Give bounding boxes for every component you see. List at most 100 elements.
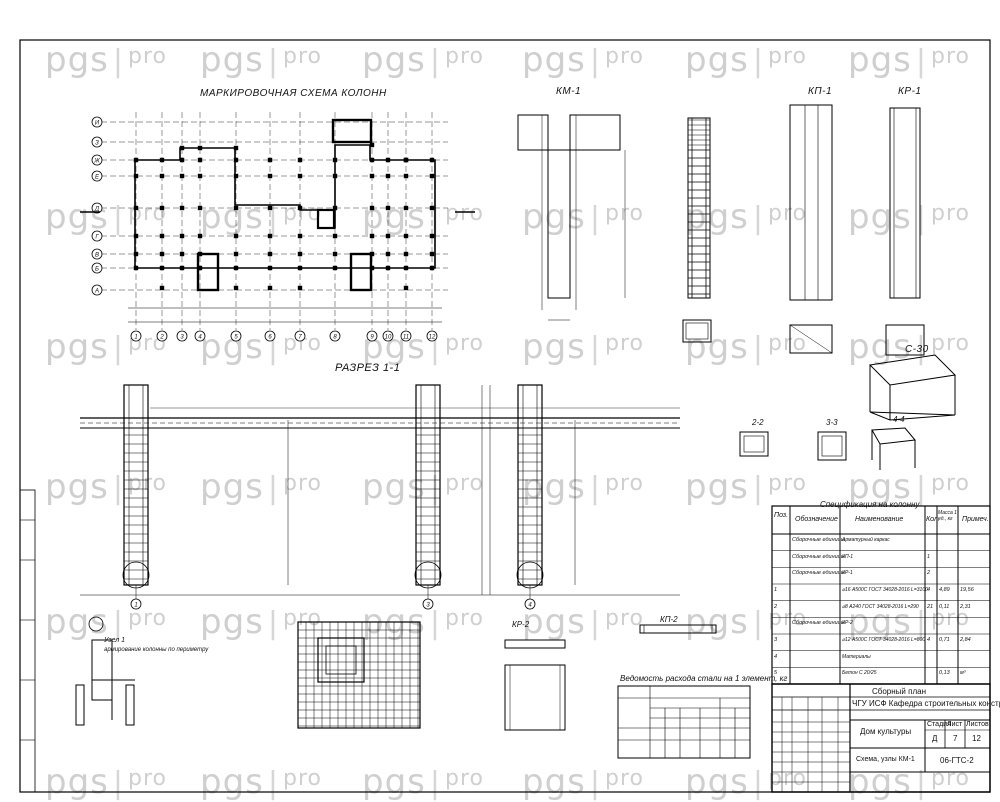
section-2-2-title: 2-2 (752, 418, 764, 427)
plan-column (179, 173, 185, 179)
spec-cell: 2,84 (960, 637, 971, 643)
section-axis-marker (422, 598, 434, 610)
spec-cell: м³ (960, 670, 966, 677)
plan-column (179, 157, 185, 163)
axis-marker (91, 170, 103, 182)
spec-cell: Сборочные единицы (792, 570, 845, 577)
spec-cell: 1 (774, 587, 778, 593)
plan-column (179, 205, 185, 211)
axis-label: Д (94, 207, 100, 213)
sheet-value: 7 (953, 734, 958, 743)
plan-column (297, 205, 303, 211)
plan-column (332, 265, 338, 271)
watermark: pgs|pro (45, 602, 167, 642)
plan-column (197, 145, 203, 151)
watermark: pgs|pro (522, 327, 644, 367)
plan-column (267, 205, 273, 211)
watermark: pgs|pro (848, 467, 970, 507)
plan-column (369, 265, 375, 271)
plan-column (429, 173, 435, 179)
sheet-frame (19, 39, 991, 793)
spec-header-name: Наименование (855, 516, 904, 523)
stage-label: Стадия (927, 721, 951, 728)
plan-column (233, 157, 239, 163)
plan-column (429, 265, 435, 271)
plan-column (332, 173, 338, 179)
watermark: pgs|pro (200, 197, 322, 237)
sheet-name: Сборный план (872, 687, 926, 696)
section-title: РАЗРЕЗ 1-1 (335, 362, 401, 374)
plan-column (385, 157, 391, 163)
s30-title: С-30 (905, 344, 929, 355)
spec-table-grid (771, 505, 991, 685)
plan-column (159, 205, 165, 211)
steel-table-title: Ведомость расхода стали на 1 элемент, кг (620, 674, 788, 683)
watermark: pgs|pro (200, 762, 322, 802)
watermark: pgs|pro (362, 762, 484, 802)
spec-cell: 4 (927, 587, 931, 593)
plan-column (429, 205, 435, 211)
axis-marker (91, 230, 103, 242)
plan-column (385, 265, 391, 271)
plan-column (233, 205, 239, 211)
spec-cell: 21 (927, 603, 934, 610)
node-title: Узел 1 (104, 637, 126, 644)
watermark: pgs|pro (685, 762, 807, 802)
plan-column (403, 285, 409, 291)
kp1-title: КП-1 (808, 86, 833, 97)
section-3-3-title: 3-3 (826, 418, 838, 427)
axis-label: А (94, 289, 99, 295)
plan-column (197, 173, 203, 179)
plan-column (197, 205, 203, 211)
axis-marker (91, 154, 103, 166)
spec-cell: 1 (927, 553, 931, 560)
axis-marker (91, 248, 103, 260)
plan-column (133, 173, 139, 179)
axis-marker (91, 284, 103, 296)
spec-cell: КП-1 (842, 553, 854, 560)
kr2-title: КР-2 (512, 620, 530, 629)
plan-column (233, 145, 239, 151)
stage-value: Д (932, 734, 938, 743)
spec-header-pos: Поз. (774, 512, 789, 519)
foundation-mesh (297, 621, 421, 729)
section-axis-marker (130, 598, 142, 610)
plan-column (403, 205, 409, 211)
spec-cell: 19,56 (960, 587, 974, 593)
axis-marker (176, 330, 188, 342)
spec-cell: 3 (774, 637, 778, 643)
kr1-title: КР-1 (898, 86, 922, 97)
spec-cell: Бетон С 20/25 (842, 670, 877, 677)
plan-column (179, 251, 185, 257)
plan-column (332, 251, 338, 257)
watermark: pgs|pro (45, 467, 167, 507)
axis-label: 5 (234, 335, 238, 341)
section-column (123, 384, 149, 586)
plan-column (369, 251, 375, 257)
axis-label: З (95, 141, 99, 147)
watermark: pgs|pro (200, 467, 322, 507)
plan-column (297, 157, 303, 163)
axis-label: И (95, 121, 100, 127)
axis-label: 10 (385, 335, 392, 341)
plan-column (133, 205, 139, 211)
plan-column (369, 157, 375, 163)
plan-column (385, 251, 391, 257)
plan-column (385, 233, 391, 239)
section-axis-label: 3 (426, 603, 430, 609)
watermark: pgs|pro (200, 40, 322, 80)
steel-consumption-table (617, 685, 751, 759)
plan-column (403, 173, 409, 179)
axis-marker (426, 330, 438, 342)
watermark: pgs|pro (45, 40, 167, 80)
section-column (415, 384, 441, 586)
spec-cell: 4 (927, 637, 931, 643)
plan-column (179, 265, 185, 271)
kp1-cage-right (789, 104, 833, 354)
watermark: pgs|pro (522, 467, 644, 507)
plan-column (267, 173, 273, 179)
plan-column (179, 233, 185, 239)
